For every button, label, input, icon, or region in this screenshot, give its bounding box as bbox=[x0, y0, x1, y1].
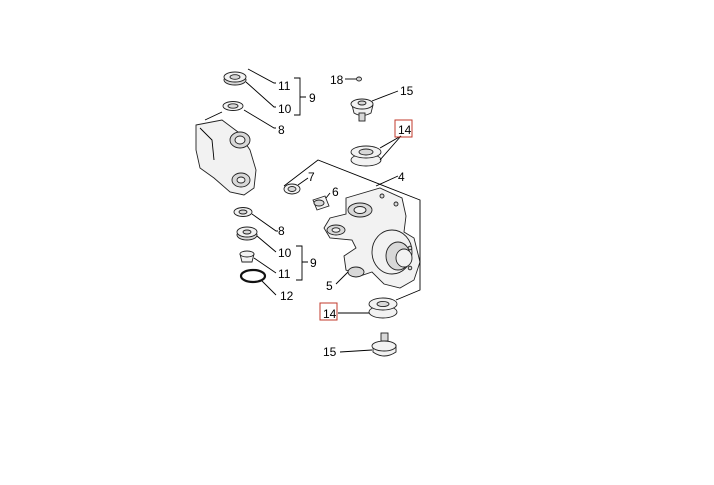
callout-11-top: 11 bbox=[278, 79, 291, 93]
part-11-top bbox=[223, 71, 247, 86]
steering-knuckle bbox=[323, 187, 421, 289]
callout-15-top: 15 bbox=[400, 84, 414, 98]
callout-5: 5 bbox=[326, 279, 333, 293]
callout-6: 6 bbox=[332, 185, 339, 199]
part-8-bottom bbox=[233, 207, 253, 217]
part-10-bottom bbox=[236, 226, 258, 241]
callout-10-top: 10 bbox=[278, 102, 292, 116]
callout-8-top: 8 bbox=[278, 123, 285, 137]
part-10-top bbox=[222, 101, 244, 111]
callout-12: 12 bbox=[280, 289, 294, 303]
part-6 bbox=[312, 195, 330, 211]
part-14-top bbox=[350, 145, 382, 167]
callout-11-bottom: 11 bbox=[278, 267, 291, 281]
part-15-top bbox=[350, 98, 374, 122]
callout-18: 18 bbox=[330, 73, 344, 87]
part-12 bbox=[239, 268, 267, 284]
axle-housing bbox=[195, 111, 257, 196]
highlight-box-14-bottom bbox=[319, 302, 338, 321]
part-14-bottom bbox=[368, 297, 398, 319]
callout-10-bottom: 10 bbox=[278, 246, 292, 260]
callout-7: 7 bbox=[308, 170, 315, 184]
callout-8-bottom: 8 bbox=[278, 224, 285, 238]
callout-9-top: 9 bbox=[309, 91, 316, 105]
callout-9-bottom: 9 bbox=[310, 256, 317, 270]
callout-15-bottom: 15 bbox=[323, 345, 337, 359]
part-15-bottom bbox=[371, 332, 397, 357]
part-18 bbox=[356, 76, 362, 82]
highlight-box-14-top bbox=[394, 119, 413, 138]
part-7 bbox=[283, 183, 301, 195]
callout-4: 4 bbox=[398, 170, 405, 184]
part-11-bottom bbox=[239, 250, 255, 263]
callout-14-top: 14 bbox=[398, 123, 412, 137]
callout-14-bottom: 14 bbox=[323, 307, 337, 321]
